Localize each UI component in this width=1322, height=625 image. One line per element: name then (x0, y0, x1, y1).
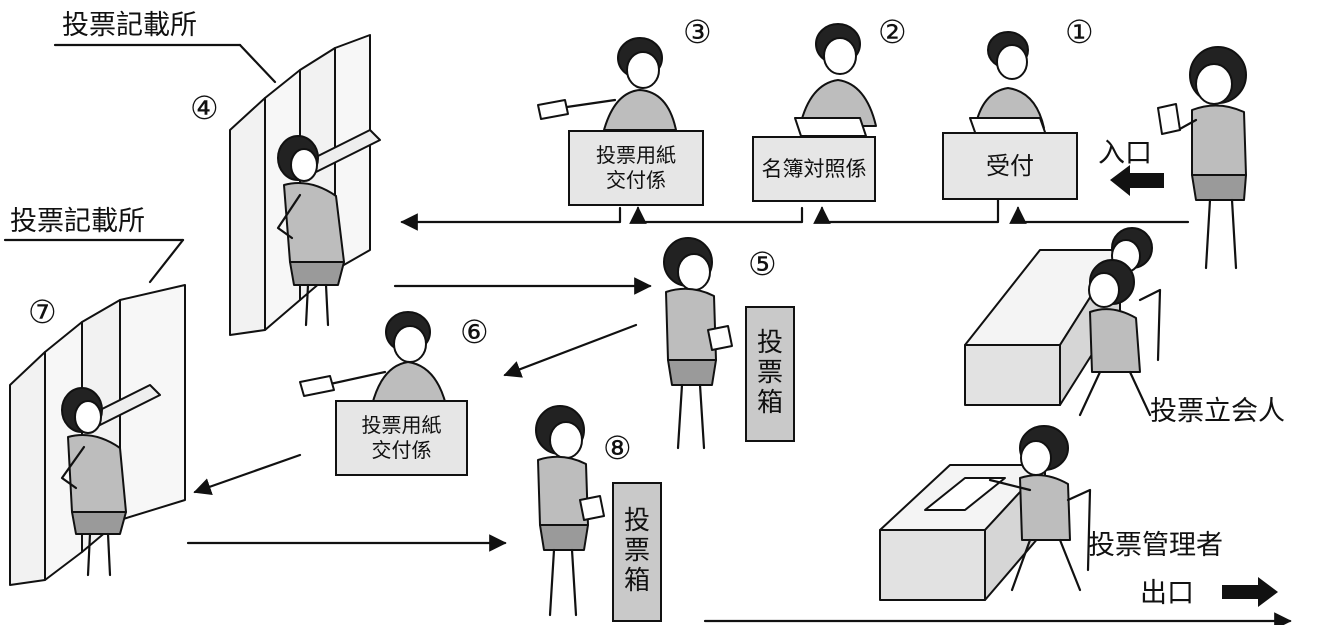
ballot-box-upper: 投 票 箱 (745, 306, 795, 442)
step-4: ④ (190, 89, 219, 127)
entrance-label: 入口 (1098, 138, 1152, 169)
step-1: ① (1065, 13, 1094, 51)
desk-ballot-paper-mid: 投票用紙 交付係 (335, 400, 468, 476)
desk-roster-check: 名簿対照係 (752, 136, 876, 202)
flow-arrows (186, 198, 1292, 625)
voter-booth-top (276, 135, 345, 327)
voting-booth-top (229, 34, 381, 336)
arrow-entrance-to-reception (1009, 206, 1190, 224)
voter-booth-left (60, 387, 127, 577)
arrow-roster-to-ballot (629, 206, 804, 224)
booth-top-leader-diag (238, 43, 277, 84)
desk-ballot-paper-top: 投票用紙 交付係 (568, 130, 704, 206)
booth-top-label: 投票記載所 (62, 10, 197, 41)
staff-ballot-top (537, 37, 677, 131)
witness-people (1078, 227, 1162, 417)
staff-roster (794, 23, 877, 137)
arrow-box-to-ballot-mid (503, 323, 638, 378)
exit-label: 出口 (1140, 578, 1194, 609)
arrow-ballot-to-booth (400, 206, 622, 231)
staff-reception (969, 31, 1047, 136)
exit-arrow-icon (1222, 577, 1278, 607)
step-7: ⑦ (28, 293, 57, 331)
voter-ballot-box-upper (663, 237, 733, 450)
staff-ballot-mid (299, 311, 447, 406)
step-6: ⑥ (460, 313, 489, 351)
booth-left-leader-diag (148, 238, 185, 284)
step-5: ⑤ (748, 245, 777, 283)
manager-person (988, 425, 1092, 592)
arrow-reception-to-roster (813, 198, 1000, 224)
step-8: ⑧ (603, 429, 632, 467)
witness-label: 投票立会人 (1150, 396, 1285, 427)
step-2: ② (878, 13, 907, 51)
voter-ballot-box-lower (535, 405, 605, 617)
booth-left-label: 投票記載所 (10, 206, 145, 237)
ballot-box-lower: 投 票 箱 (612, 482, 662, 622)
arrow-ballot-mid-to-booth (193, 453, 302, 496)
entering-voter (1157, 46, 1247, 270)
manager-label: 投票管理者 (1088, 530, 1223, 561)
desk-reception: 受付 (942, 132, 1078, 200)
step-3: ③ (683, 13, 712, 51)
entrance-arrow-icon (1110, 165, 1164, 196)
